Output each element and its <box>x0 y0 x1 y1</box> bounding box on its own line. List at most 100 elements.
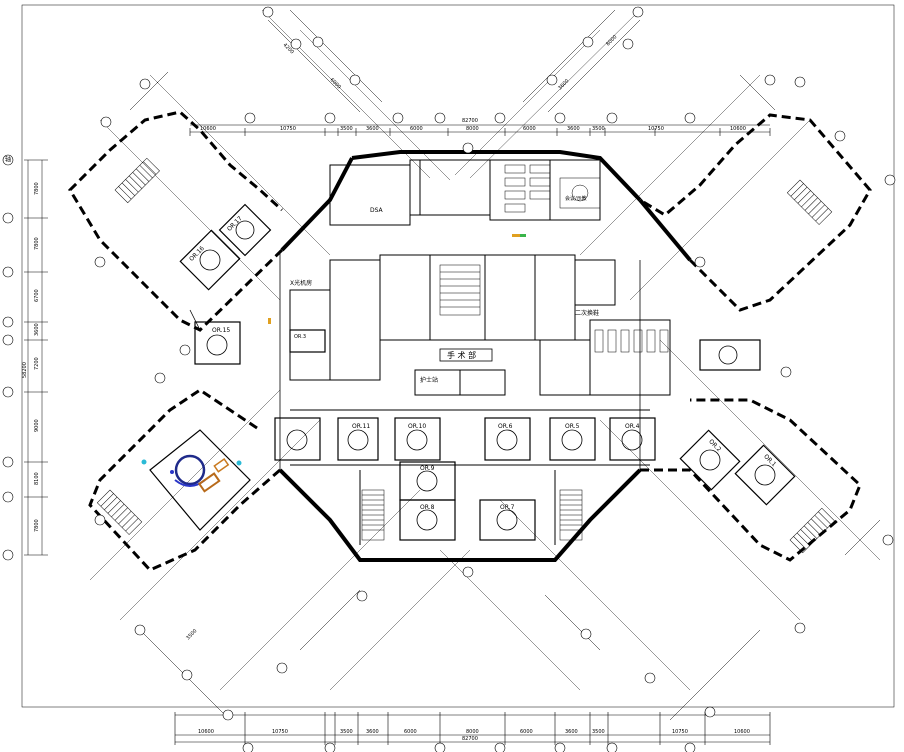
or-room: OR.16 <box>179 229 241 291</box>
axis-bubble <box>244 112 256 124</box>
or-room: OR.15 <box>194 321 241 365</box>
or-room: OR.4 <box>609 417 656 461</box>
axis-bubbles: 轴 <box>2 6 896 752</box>
svg-text:6000: 6000 <box>404 729 417 735</box>
axis-bubble <box>2 212 14 224</box>
axis-bubble <box>462 566 474 578</box>
axis-bubble <box>134 624 146 636</box>
axis-bubble <box>494 112 506 124</box>
axis-bubble <box>154 372 166 384</box>
svg-text:OR.3: OR.3 <box>294 334 306 340</box>
axis-bubble: 轴 <box>2 154 14 166</box>
or-room: OR.17 <box>218 203 272 257</box>
svg-text:3600: 3600 <box>557 78 570 91</box>
svg-text:6000: 6000 <box>329 77 342 90</box>
axis-bubble <box>834 130 846 142</box>
svg-text:6000: 6000 <box>520 729 533 735</box>
axis-bubble <box>356 590 368 602</box>
axis-bubble <box>794 622 806 634</box>
svg-text:3500: 3500 <box>340 729 353 735</box>
svg-text:X光机房: X光机房 <box>290 279 312 287</box>
svg-text:OR.5: OR.5 <box>565 423 580 430</box>
svg-text:10750: 10750 <box>648 126 664 132</box>
axis-bubble <box>100 116 112 128</box>
svg-text:6000: 6000 <box>410 126 423 132</box>
axis-bubble <box>704 706 716 718</box>
axis-bubble <box>882 534 894 546</box>
svg-text:10600: 10600 <box>730 126 746 132</box>
axis-bubble <box>2 491 14 503</box>
axis-bubble <box>580 628 592 640</box>
axis-bubble <box>2 456 14 468</box>
svg-text:OR.6: OR.6 <box>498 423 513 430</box>
svg-text:8100: 8100 <box>34 472 40 485</box>
axis-bubble <box>392 112 404 124</box>
axis-bubble <box>290 38 302 50</box>
axis-bubble <box>494 742 506 752</box>
or-room: OR.2 <box>679 429 741 491</box>
svg-text:7800: 7800 <box>34 519 40 532</box>
axis-bubble <box>606 112 618 124</box>
axis-bubble <box>2 316 14 328</box>
svg-text:轴: 轴 <box>5 156 11 164</box>
svg-text:OR.10: OR.10 <box>408 423 426 430</box>
svg-text:3600: 3600 <box>366 126 379 132</box>
top-dimension-string: 10600 10750 3500 3600 6000 8000 6000 360… <box>189 118 771 136</box>
svg-text:OR.7: OR.7 <box>500 504 515 511</box>
axis-bubble <box>694 256 706 268</box>
or-room: OR.10 <box>394 417 441 461</box>
axis-bubble <box>262 6 274 18</box>
svg-text:10600: 10600 <box>198 729 214 735</box>
central-partitions <box>289 159 671 545</box>
bottom-dimension-string: 10600 10750 3500 3600 6000 8000 6000 360… <box>174 712 771 745</box>
svg-text:OR.11: OR.11 <box>352 423 370 430</box>
or-room: OR.7 <box>479 499 536 541</box>
svg-text:9000: 9000 <box>34 419 40 432</box>
diagonal-dim-labels: 4200 6000 8000 3600 3500 <box>185 34 618 641</box>
building-envelope <box>68 110 872 572</box>
axis-bubble <box>582 36 594 48</box>
svg-text:8000: 8000 <box>605 34 618 47</box>
diagonal-axis-lines <box>89 9 881 691</box>
axis-bubble <box>780 366 792 378</box>
svg-text:3500: 3500 <box>185 628 198 641</box>
or-room: OR.9 <box>399 461 456 501</box>
axis-bubble <box>2 386 14 398</box>
svg-text:8000: 8000 <box>466 729 479 735</box>
axis-bubble <box>139 78 151 90</box>
svg-text:二次换鞋: 二次换鞋 <box>575 309 599 317</box>
axis-bubble <box>276 662 288 674</box>
axis-bubble <box>434 112 446 124</box>
svg-text:7800: 7800 <box>34 237 40 250</box>
svg-text:手 术 部: 手 术 部 <box>447 350 476 360</box>
or-room: OR.6 <box>484 417 531 461</box>
axis-bubble <box>2 334 14 346</box>
svg-text:10750: 10750 <box>672 729 688 735</box>
department-title: 手 术 部 <box>439 348 493 362</box>
axis-bubble <box>94 256 106 268</box>
drawing-frame <box>21 4 895 708</box>
room-labels: DSA X光机房 二次换鞋 护士站 会议/示教 <box>290 195 599 384</box>
svg-text:护士站: 护士站 <box>420 376 438 384</box>
svg-text:58200: 58200 <box>22 362 28 378</box>
svg-text:OR.15: OR.15 <box>212 327 230 334</box>
svg-text:10750: 10750 <box>280 126 296 132</box>
svg-text:OR.17: OR.17 <box>226 215 244 233</box>
axis-bubble <box>684 742 696 752</box>
axis-bubble <box>632 6 644 18</box>
stair-cores <box>96 157 835 554</box>
svg-text:6000: 6000 <box>523 126 536 132</box>
svg-text:7800: 7800 <box>34 182 40 195</box>
svg-text:10600: 10600 <box>200 126 216 132</box>
svg-text:3500: 3500 <box>592 126 605 132</box>
axis-bubble <box>462 142 474 154</box>
axis-bubble <box>222 709 234 721</box>
or-room: OR.8 <box>399 499 456 541</box>
or-room <box>699 339 761 371</box>
or-room: OR.5 <box>549 417 596 461</box>
axis-bubble <box>554 112 566 124</box>
svg-text:OR.16: OR.16 <box>188 245 206 263</box>
axis-bubble <box>324 742 336 752</box>
axis-bubble <box>349 74 361 86</box>
axis-bubble <box>622 38 634 50</box>
